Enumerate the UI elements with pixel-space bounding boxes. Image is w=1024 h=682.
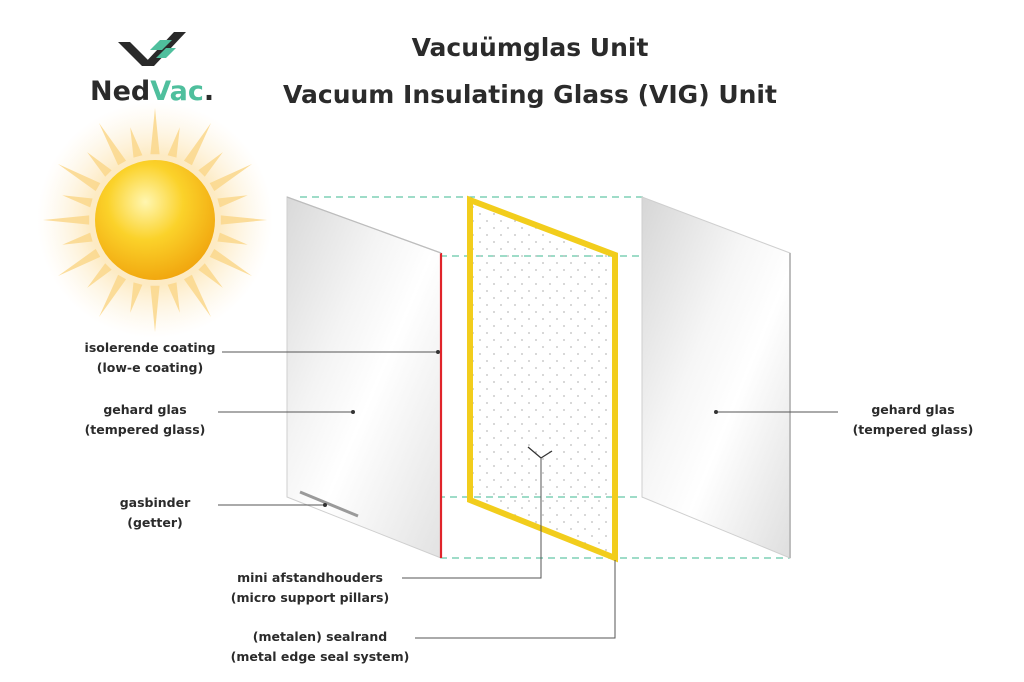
label-pillars-nl: mini afstandhouders [237,570,383,585]
label-coating: isolerende coating (low-e coating) [60,338,240,378]
label-glass-left-en: (tempered glass) [84,422,206,437]
label-glass-right-nl: gehard glas [871,402,955,417]
label-seal-en: (metal edge seal system) [230,649,410,664]
sun-ray [220,215,267,225]
sun-ray [87,263,112,288]
label-glass-left-nl: gehard glas [103,402,187,417]
sun-ray [217,232,248,245]
sun-ray [99,123,127,166]
sun-ray [217,195,248,208]
label-coating-en: (low-e coating) [96,360,204,375]
sun-ray [209,164,252,192]
label-glass-right-en: (tempered glass) [852,422,974,437]
sun-ray [150,108,160,155]
sun-ray [198,263,223,288]
label-coating-nl: isolerende coating [84,340,216,355]
label-getter-nl: gasbinder [119,495,191,510]
sun-ray [150,285,160,332]
label-pillars: mini afstandhouders (micro support pilla… [220,568,400,608]
logo-text-accent: Vac [150,76,204,107]
sun-ray [99,274,127,317]
sun-ray [167,127,180,158]
leader-lines [218,351,838,639]
sun-ray [58,248,101,276]
sun-ray [62,232,93,245]
label-pillars-en: (micro support pillars) [230,590,390,605]
sun-ray [87,152,112,177]
sun-ray [198,152,223,177]
title-line-1: Vacuümglas Unit [411,33,649,62]
sun-ray [43,215,90,225]
sun-ray [58,164,101,192]
label-glass-left: gehard glas (tempered glass) [70,400,220,440]
sun-ray [130,127,143,158]
left-glass-pane [286,196,443,559]
sun-ray [167,282,180,313]
seal-frame [467,195,618,563]
sun-ray [183,123,211,166]
leader-dots [323,350,718,507]
title-line-2: Vacuum Insulating Glass (VIG) Unit [283,80,777,109]
label-seal: (metalen) sealrand (metal edge seal syst… [225,627,415,667]
getter-strip [299,490,359,518]
label-seal-nl: (metalen) sealrand [252,629,388,644]
right-glass-pane [641,196,791,559]
sun-ray [183,274,211,317]
sun-ray [62,195,93,208]
logo-text-main: Ned [90,76,151,107]
label-getter-en: (getter) [127,515,183,530]
nedvac-logo-text: NedVac. [90,76,214,107]
label-getter: gasbinder (getter) [100,493,210,533]
sun-icon [37,102,273,338]
logo-text-dot: . [203,76,215,107]
sun-ray [209,248,252,276]
label-glass-right: gehard glas (tempered glass) [838,400,988,440]
checkmark-logo-icon [118,32,186,66]
sun-ray [130,282,143,313]
